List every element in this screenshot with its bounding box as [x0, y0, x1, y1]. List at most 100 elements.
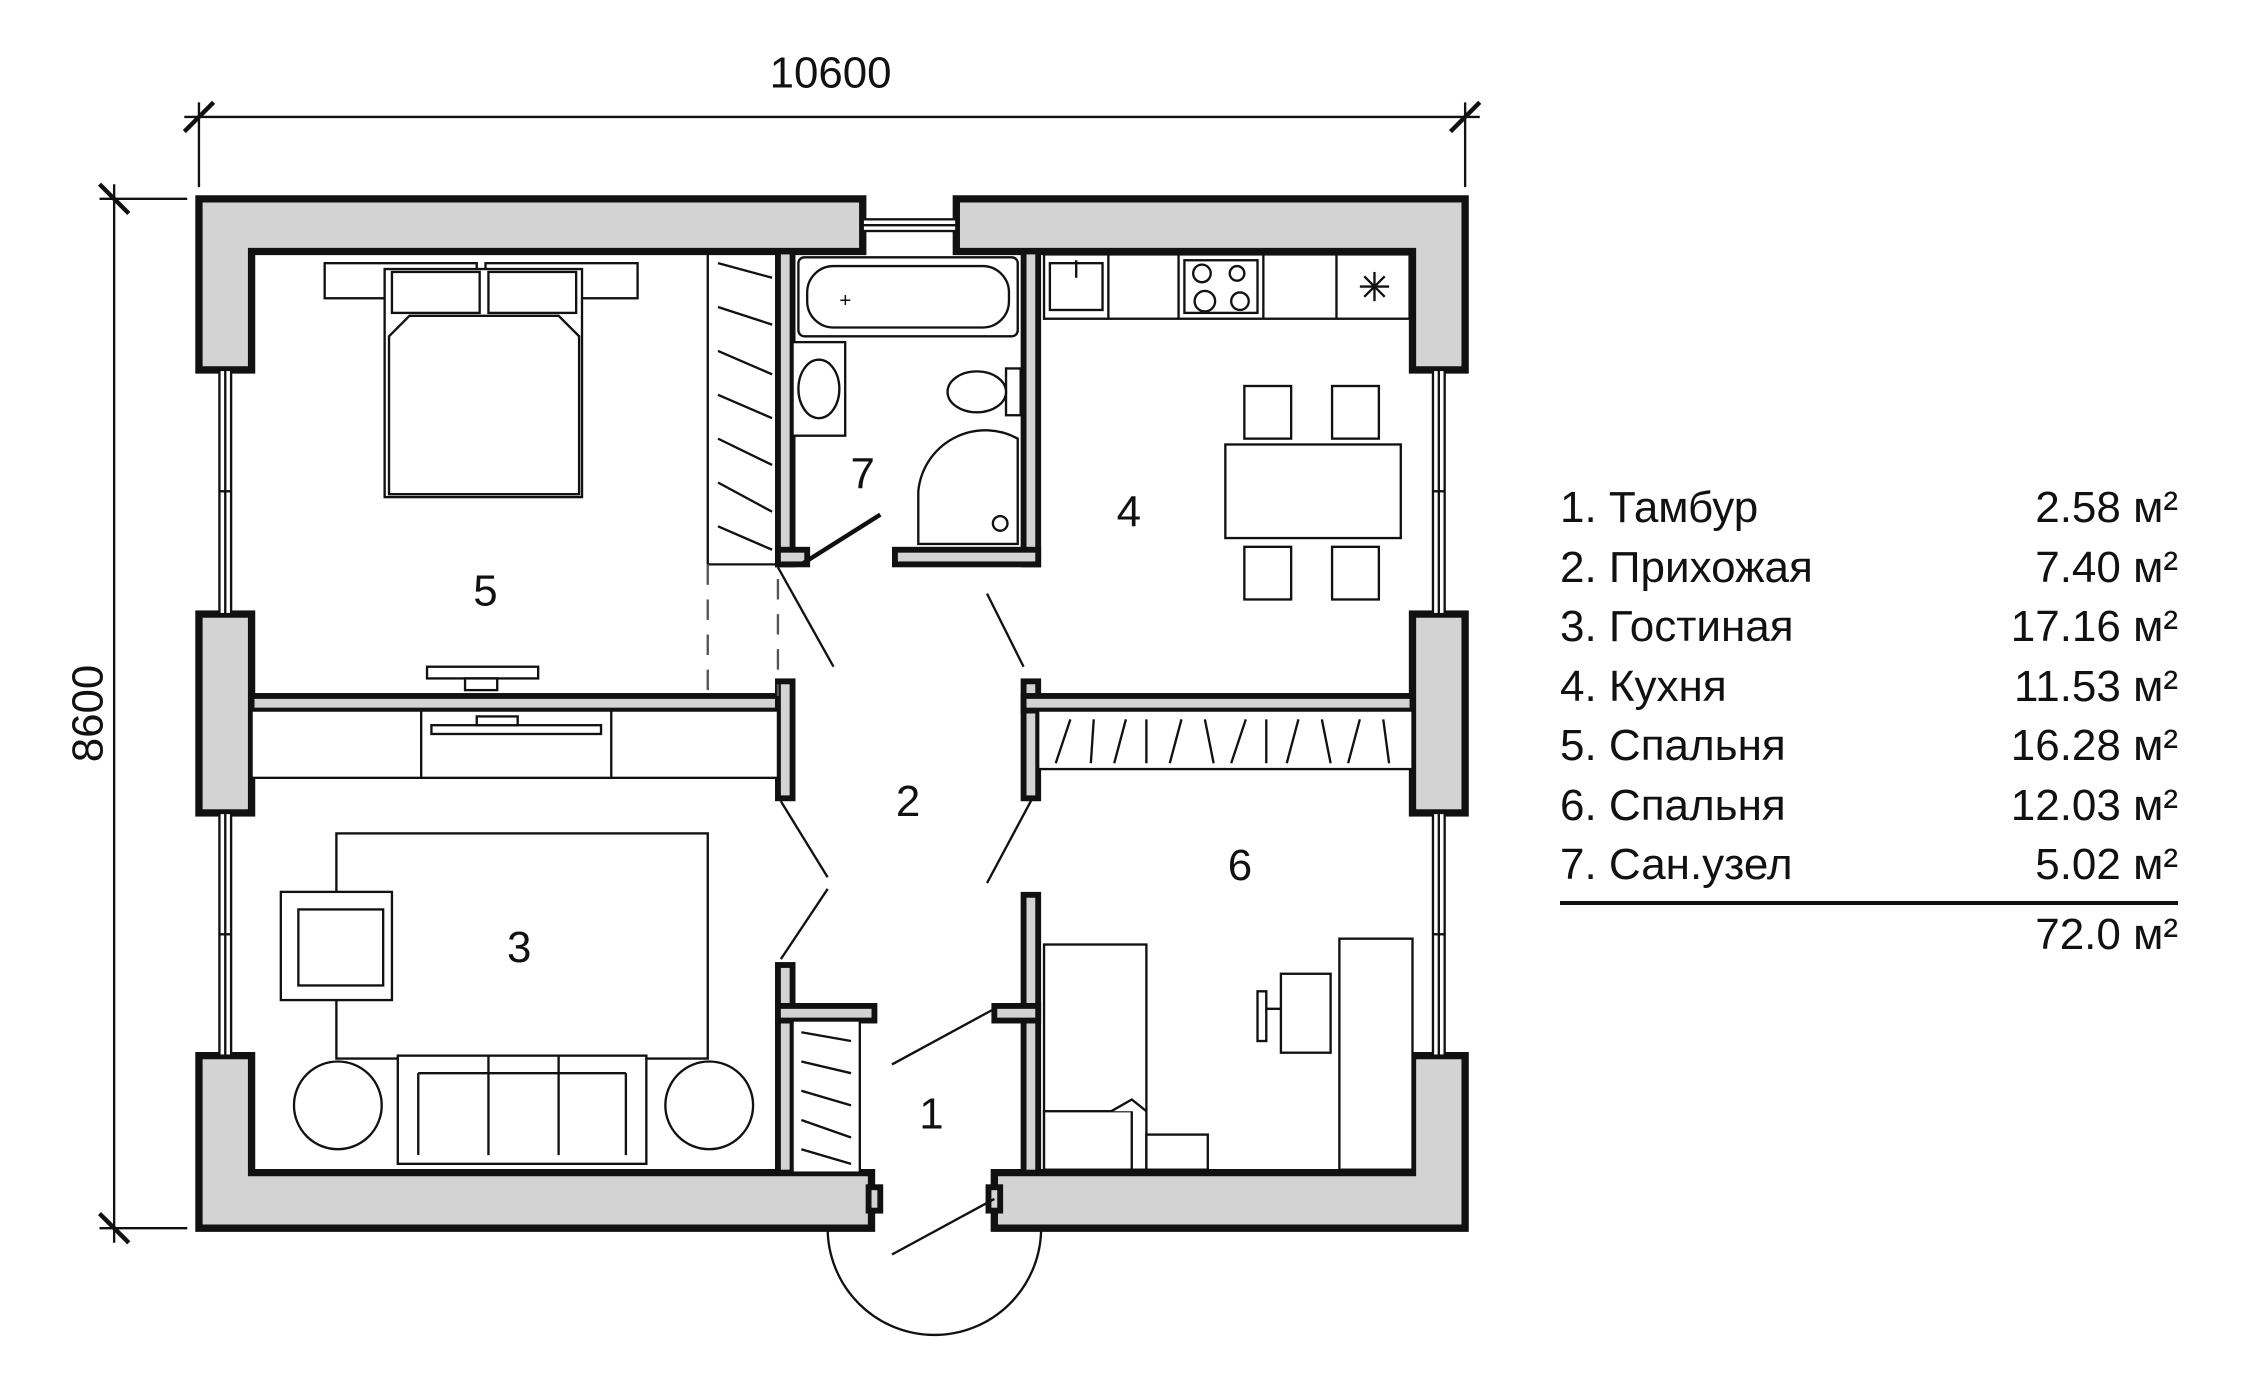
entrance-door-swing: [826, 1228, 1043, 1336]
fridge-icon: [1359, 271, 1390, 302]
dining-chair: [1243, 545, 1293, 601]
legend-divider: [1560, 900, 2178, 905]
toilet-tank: [1004, 367, 1022, 417]
wall-kitchen-bedroom: [1020, 693, 1416, 714]
room-number-1: 1: [919, 1090, 943, 1139]
burner-3: [1193, 289, 1217, 313]
height-dimension: 8600: [63, 182, 188, 1245]
legend-room-label: 5. Спальня: [1560, 721, 1786, 770]
wall-bedroom-living: [248, 693, 796, 714]
wall-top-right: [952, 195, 1469, 374]
desk: [1338, 937, 1414, 1171]
wall-bottom-left: [195, 1051, 876, 1232]
side-table-right: [664, 1060, 755, 1151]
interior-walls: [248, 248, 1416, 1214]
dining-chair: [1330, 545, 1381, 601]
burner-1: [1192, 263, 1212, 284]
legend-room-label: 3. Гостиная: [1560, 602, 1794, 651]
wall-hall-right-lower: [1020, 891, 1042, 1176]
wall-entry-stub: [985, 1184, 1004, 1214]
height-dimension-label: 8600: [63, 665, 112, 763]
legend-room-area: 16.28 м²: [2010, 721, 2178, 770]
legend-row: 3. Гостиная 17.16 м²: [1560, 597, 2178, 657]
storage-box: [1145, 1133, 1209, 1171]
burner-4: [1230, 291, 1250, 312]
dining-chair: [1330, 384, 1381, 440]
area-legend: 1. Тамбур 2.58 м² 2. Прихожая 7.40 м² 3.…: [1560, 478, 2178, 965]
pillow-right: [487, 270, 578, 315]
wall-bathroom-bottom: [891, 546, 1042, 568]
bathroom-7: + 7: [791, 256, 1022, 546]
side-table-left: [292, 1060, 383, 1151]
shower-drain: [991, 514, 1009, 532]
legend-room-label: 7. Сан.узел: [1560, 840, 1793, 889]
wall-bathroom-left: [775, 248, 796, 568]
doors: [776, 512, 1043, 1336]
sofa: [396, 1054, 648, 1166]
window-right-lower: [1431, 811, 1446, 1057]
legend-room-label: 2. Прихожая: [1560, 542, 1813, 592]
room-number-3: 3: [507, 923, 531, 972]
toilet-bowl: [946, 370, 1008, 414]
legend-room-area: 11.53 м²: [2014, 661, 2178, 711]
legend-room-area: 17.16 м²: [2010, 602, 2178, 651]
tv-stand: [425, 665, 540, 680]
window-left-lower: [218, 811, 233, 1057]
wall-left-pier: [195, 610, 256, 817]
blanket: [387, 314, 581, 496]
wall-bathroom-right: [1020, 248, 1042, 568]
pillow-left: [390, 270, 481, 315]
width-dimension: 10600: [182, 49, 1482, 188]
wardrobe-bedroom-5: [707, 262, 778, 566]
legend-room-area: 12.03 м²: [2010, 780, 2178, 830]
legend-room-label: 6. Спальня: [1560, 780, 1786, 830]
shoe-cabinet: [791, 1019, 861, 1174]
window-left-upper: [218, 368, 233, 616]
window-top: [861, 218, 958, 233]
kitchen-4: 4: [1042, 253, 1411, 601]
bedroom-6: 6: [1042, 841, 1414, 1171]
legend-room-area: 5.02 м²: [2035, 840, 2178, 889]
desk-chair: [1279, 972, 1332, 1054]
wall-right-pier: [1408, 610, 1469, 817]
windows: [218, 218, 1446, 1057]
wall-bottom-right: [990, 1051, 1469, 1232]
legend-row: 7. Сан.узел 5.02 м²: [1560, 835, 2178, 895]
legend-room-area: 2.58 м²: [2035, 483, 2178, 532]
dining-table: [1224, 443, 1402, 540]
room-number-7: 7: [851, 449, 875, 498]
shower-tray: [917, 429, 1019, 546]
wardrobe-bedroom-6: [1037, 709, 1414, 771]
wall-vestibule-left: [775, 962, 796, 1176]
legend-room-label: 4. Кухня: [1560, 661, 1727, 711]
legend-row: 1. Тамбур 2.58 м²: [1560, 478, 2178, 538]
wall-living-hall: [775, 678, 796, 802]
wall-bathroom-left-stub: [775, 546, 811, 568]
legend-total-area: 72.0 м²: [2035, 909, 2178, 959]
legend-row: 4. Кухня 11.53 м²: [1560, 657, 2178, 717]
bathtub-drain: +: [839, 289, 851, 312]
window-right-upper: [1431, 368, 1446, 616]
wall-top-left: [195, 195, 867, 374]
wall-entry-stub-left: [865, 1184, 884, 1214]
width-dimension-label: 10600: [770, 49, 892, 98]
room-number-6: 6: [1228, 841, 1252, 890]
legend-row: 5. Спальня 16.28 м²: [1560, 716, 2178, 776]
dining-chair: [1243, 384, 1293, 440]
vestibule-1: 1: [791, 1019, 944, 1174]
burner-2: [1228, 264, 1246, 282]
wall-vestibule-right-stub: [991, 1003, 1042, 1024]
legend-row: 2. Прихожая 7.40 м²: [1560, 538, 2178, 598]
room-number-2: 2: [896, 777, 920, 826]
living-room-3: 3: [250, 709, 780, 1166]
hob: [1183, 259, 1259, 315]
legend-row: 6. Спальня 12.03 м²: [1560, 776, 2178, 836]
bedroom-5: 5: [323, 251, 780, 696]
tv: [430, 724, 603, 736]
room-number-5: 5: [473, 566, 497, 615]
door-bathroom: [800, 512, 882, 567]
wall-vestibule-top: [775, 1003, 878, 1024]
legend-room-label: 1. Тамбур: [1560, 483, 1759, 532]
sink: [797, 358, 841, 420]
